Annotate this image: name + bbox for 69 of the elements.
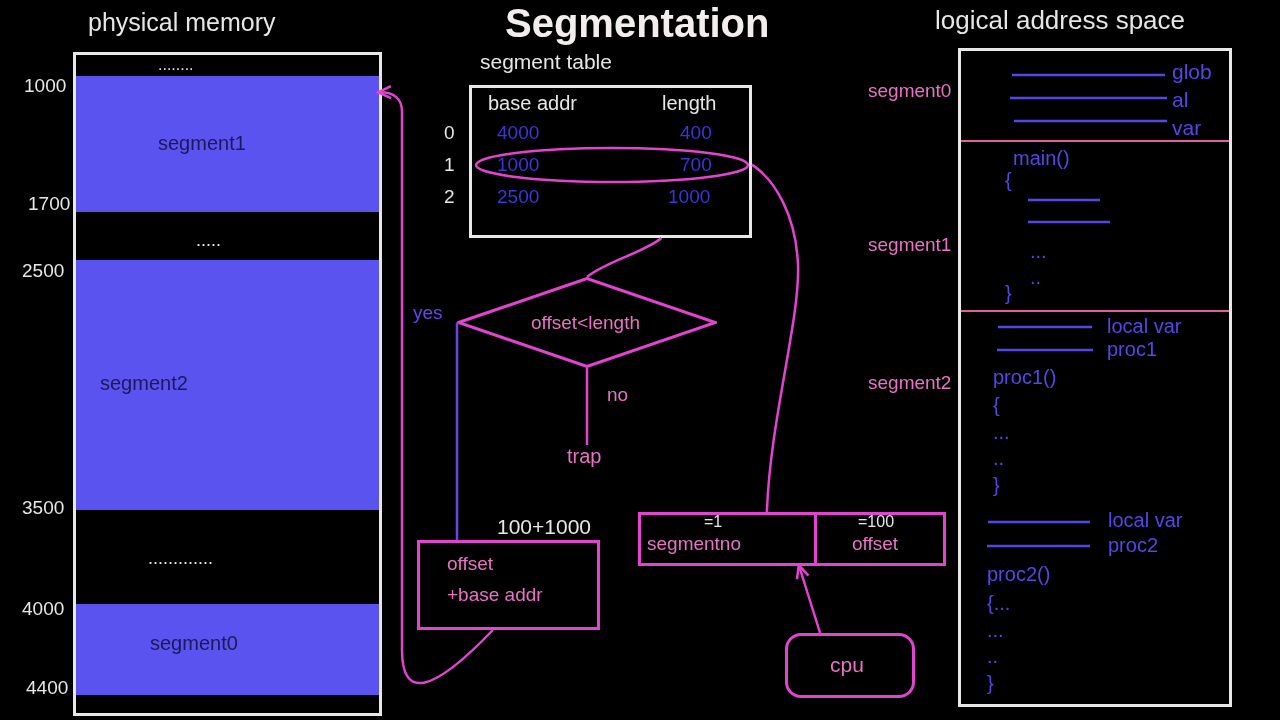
row-index: 0 <box>444 122 455 144</box>
segment-label: segment1 <box>868 234 952 256</box>
code-text: {... <box>987 592 1011 615</box>
field-label: segmentno <box>647 533 741 555</box>
code-text: ... <box>987 619 1004 642</box>
table-cell: 2500 <box>497 186 540 208</box>
variable-label: proc1 <box>1107 338 1158 361</box>
code-text: .. <box>1030 266 1042 289</box>
cpu-box <box>785 633 915 698</box>
arrow <box>795 563 822 634</box>
segment-label: segment2 <box>868 372 952 394</box>
address-label: 4000 <box>22 598 65 620</box>
code-text: .. <box>987 645 999 668</box>
variable-label: glob al var <box>1172 59 1213 141</box>
code-text: .. <box>993 447 1005 470</box>
code-text: ... <box>993 421 1010 444</box>
table-cell: 700 <box>680 154 712 176</box>
code-text: } <box>993 474 1000 497</box>
column-header: length <box>662 92 717 115</box>
address-label: 4400 <box>26 677 69 699</box>
variable-label: proc2 <box>1108 534 1159 557</box>
column-heading: logical address space <box>935 6 1186 36</box>
table-cell: 4000 <box>497 122 540 144</box>
code-text: proc2() <box>987 563 1051 586</box>
connector-line <box>585 368 589 445</box>
connector-line <box>751 163 800 513</box>
address-label: 1000 <box>24 75 67 97</box>
code-text: } <box>987 672 994 695</box>
address-part-box <box>814 512 946 566</box>
segment-label: segment0 <box>868 80 952 102</box>
trap-label: trap <box>567 445 602 468</box>
address-label: 1700 <box>28 193 71 215</box>
column-heading: physical memory <box>88 8 276 37</box>
address-label: 2500 <box>22 260 65 282</box>
code-text: ... <box>1030 240 1047 263</box>
column-header: base addr <box>488 92 577 115</box>
code-text: main() <box>1013 147 1070 170</box>
cpu-label: cpu <box>830 653 864 678</box>
connector-line <box>586 237 663 278</box>
value-label: =100 <box>858 513 895 532</box>
table-cell: 1000 <box>497 154 540 176</box>
process-label: offset +base addr <box>447 552 544 607</box>
value-label: =1 <box>704 513 723 532</box>
variable-label: local var <box>1108 509 1183 532</box>
row-index: 1 <box>444 154 455 176</box>
code-text: proc1() <box>993 366 1057 389</box>
row-index: 2 <box>444 186 455 208</box>
sum-label: 100+1000 <box>497 515 592 540</box>
arrow <box>376 85 494 684</box>
segment-label: segment2 <box>100 372 188 395</box>
table-cell: 1000 <box>668 186 711 208</box>
segment-label: segment1 <box>158 132 246 155</box>
segment-label: segment0 <box>150 632 238 655</box>
condition-label: offset<length <box>531 312 640 334</box>
address-part-box <box>638 512 817 566</box>
connector-line <box>455 322 459 540</box>
table-cell: 400 <box>680 122 712 144</box>
ellipsis-label: ..... <box>196 230 221 251</box>
code-text: { <box>1005 169 1012 192</box>
table-heading: segment table <box>480 50 612 75</box>
decision-diamond <box>457 277 717 368</box>
variable-label: local var <box>1107 315 1182 338</box>
ellipsis-label: ........ <box>158 56 194 75</box>
ellipsis-label: ............. <box>148 548 213 569</box>
diagram-title: Segmentation <box>505 0 770 46</box>
field-label: offset <box>852 533 899 555</box>
code-text: } <box>1005 282 1012 305</box>
code-text: { <box>993 394 1000 417</box>
address-label: 3500 <box>22 497 65 519</box>
